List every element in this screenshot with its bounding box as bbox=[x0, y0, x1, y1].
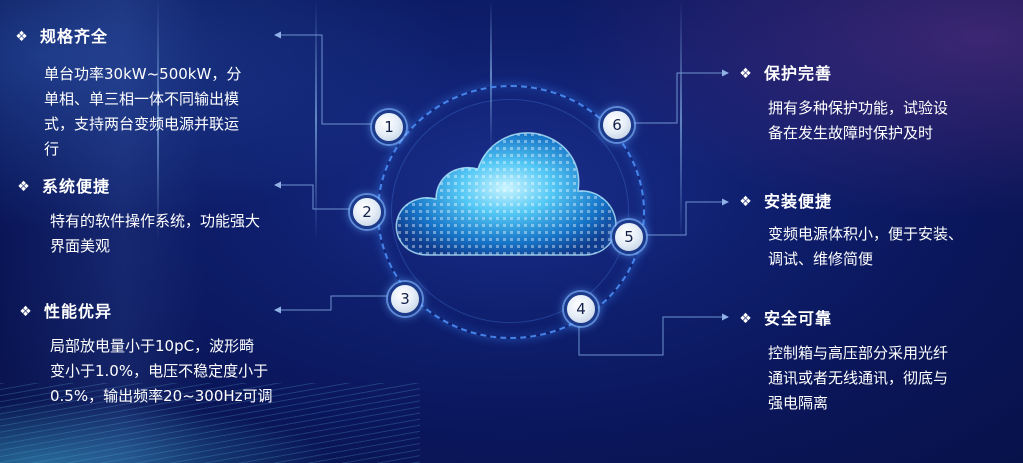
node-4: 4 bbox=[564, 292, 598, 326]
feature-block-4: ❖ 安全可靠 控制箱与高压部分采用光纤 通讯或者无线通讯，彻底与 强电隔离 bbox=[738, 309, 1013, 416]
feature-block-3: ❖ 性能优异 局部放电量小于10pC，波形畸 变小于1.0%，电压不稳定度小于 … bbox=[18, 302, 318, 409]
node-6: 6 bbox=[600, 108, 634, 142]
feature-desc: 拥有多种保护功能，试验设 备在发生故障时保护及时 bbox=[768, 99, 949, 142]
feature-desc: 变频电源体积小，便于安装、 调试、维修简便 bbox=[768, 225, 964, 268]
feature-heading: ❖ 安全可靠 bbox=[738, 309, 1013, 329]
feature-heading: ❖ 系统便捷 bbox=[16, 177, 316, 197]
feature-desc: 局部放电量小于10pC，波形畸 变小于1.0%，电压不稳定度小于 0.5%，输出… bbox=[50, 337, 273, 405]
feature-desc: 单台功率30kW~500kW，分 单相、单三相一体不同输出模 式，支持两台变频电… bbox=[44, 65, 242, 158]
node-3: 3 bbox=[388, 282, 422, 316]
feature-block-5: ❖ 安装便捷 变频电源体积小，便于安装、 调试、维修简便 bbox=[738, 192, 1013, 272]
diamond-bullet-icon: ❖ bbox=[19, 304, 33, 320]
diamond-bullet-icon: ❖ bbox=[15, 29, 29, 45]
feature-title: 规格齐全 bbox=[40, 27, 109, 46]
node-1: 1 bbox=[372, 110, 406, 144]
diamond-bullet-icon: ❖ bbox=[17, 179, 31, 195]
diamond-bullet-icon: ❖ bbox=[739, 311, 753, 327]
node-2: 2 bbox=[350, 195, 384, 229]
orbit-ring-inner bbox=[391, 99, 629, 323]
cloud-icon bbox=[395, 132, 617, 256]
feature-title: 性能优异 bbox=[44, 302, 113, 321]
feature-block-6: ❖ 保护完善 拥有多种保护功能，试验设 备在发生故障时保护及时 bbox=[738, 64, 1008, 146]
feature-title: 系统便捷 bbox=[42, 177, 111, 196]
feature-heading: ❖ 保护完善 bbox=[738, 64, 1008, 84]
feature-title: 保护完善 bbox=[764, 64, 833, 83]
node-5: 5 bbox=[612, 220, 646, 254]
feature-heading: ❖ 安装便捷 bbox=[738, 192, 1013, 212]
diamond-bullet-icon: ❖ bbox=[739, 66, 753, 82]
feature-title: 安全可靠 bbox=[764, 309, 833, 328]
feature-desc: 控制箱与高压部分采用光纤 通讯或者无线通讯，彻底与 强电隔离 bbox=[768, 344, 949, 412]
feature-block-1: ❖ 规格齐全 单台功率30kW~500kW，分 单相、单三相一体不同输出模 式，… bbox=[14, 27, 284, 162]
feature-heading: ❖ 规格齐全 bbox=[14, 27, 284, 47]
feature-block-2: ❖ 系统便捷 特有的软件操作系统，功能强大 界面美观 bbox=[16, 177, 316, 259]
feature-title: 安装便捷 bbox=[764, 192, 833, 211]
diamond-bullet-icon: ❖ bbox=[739, 194, 753, 210]
feature-heading: ❖ 性能优异 bbox=[18, 302, 318, 322]
feature-desc: 特有的软件操作系统，功能强大 界面美观 bbox=[50, 212, 261, 255]
